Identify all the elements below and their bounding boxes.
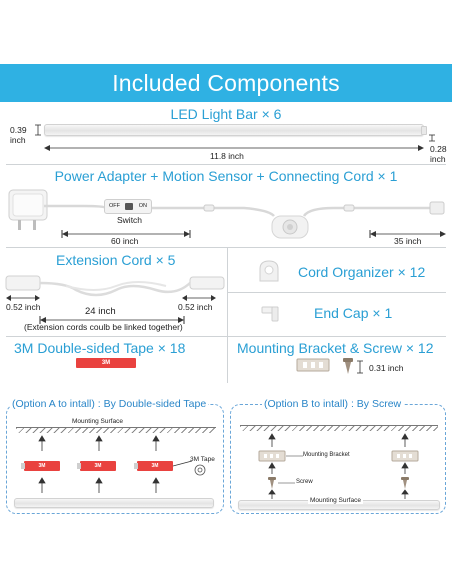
end-cap-title: End Cap × 1 (314, 305, 393, 321)
option-a-arrows-bottom (38, 477, 160, 493)
section-divider (6, 336, 446, 337)
option-a-tape-2-backing (77, 463, 81, 469)
section-divider (228, 292, 446, 293)
led-bar-height-label: 0.39 inch (10, 125, 27, 145)
bracket-title: Mounting Bracket & Screw × 12 (237, 340, 434, 356)
option-b-bracket-pointer (286, 455, 303, 457)
option-a-arrows-top (38, 435, 160, 451)
section-divider (6, 247, 446, 248)
led-bar-length-label: 11.8 inch (210, 151, 244, 161)
option-a-tape-label: 3M Tape (190, 456, 215, 463)
switch-toggle: OFF ON (104, 199, 152, 214)
option-b-bracket-2 (391, 450, 419, 462)
option-b-screw-label: Screw (296, 479, 313, 485)
option-a-tape-3-brand: 3M (151, 463, 159, 469)
option-a-tape-pointer (172, 460, 193, 467)
switch-off-label: OFF (109, 203, 120, 209)
option-b-arrows-middle (268, 462, 409, 474)
extension-left-size-label: 0.52 inch (6, 302, 41, 312)
extension-cord-icon (5, 275, 225, 297)
section-divider-vertical (227, 248, 228, 336)
length-dimension-arrow (44, 145, 424, 151)
cord-length-right-arrow (369, 230, 446, 238)
option-a-mounting-surface (16, 427, 216, 433)
option-b-screw-2 (401, 477, 409, 489)
option-a-tape-2-brand: 3M (94, 463, 102, 469)
option-b-mounting-surface (240, 425, 438, 431)
tape-title: 3M Double-sided Tape × 18 (14, 340, 186, 356)
end-cap-icon (261, 306, 279, 322)
option-a-tape-1-brand: 3M (38, 463, 46, 469)
option-a-tape-1: 3M (24, 461, 60, 471)
option-b-screw-pointer (278, 482, 295, 484)
page-title: Included Components (112, 69, 340, 96)
adapter-title: Power Adapter + Motion Sensor + Connecti… (54, 168, 398, 184)
option-a-led-bar (14, 498, 214, 508)
option-a-title: (Option A to intall) : By Double-sided T… (10, 398, 209, 410)
option-b-surface-label: Mounting Surface (308, 497, 363, 504)
extension-length-arrow (39, 316, 185, 324)
led-bar-title: LED Light Bar × 6 (170, 106, 282, 122)
option-b-arrows-bottom (268, 489, 409, 499)
option-b-bracket-1 (258, 450, 286, 462)
section-divider (6, 164, 446, 165)
extension-cord-title: Extension Cord × 5 (56, 252, 176, 268)
option-b-bracket-label: Mounting Bracket (303, 452, 350, 458)
extension-right-size-arrow (182, 295, 216, 301)
height-dimension-icon (35, 124, 41, 136)
mounting-bracket-icon (296, 358, 330, 372)
option-b-screw-1 (268, 477, 276, 489)
extension-left-size-arrow (6, 295, 40, 301)
switch-knob (125, 203, 133, 210)
screw-icon (343, 358, 353, 374)
option-b-title: (Option B to intall) : By Screw (262, 398, 404, 410)
tape-brand: 3M (101, 360, 111, 366)
section-divider-vertical (227, 337, 228, 383)
tape-roll-icon (194, 464, 206, 476)
option-a-tape-3: 3M (137, 461, 173, 471)
led-bar-depth-label: 0.28 inch (430, 144, 447, 164)
screw-size-label: 0.31 inch (369, 363, 404, 373)
cord-organizer-title: Cord Organizer × 12 (298, 264, 426, 280)
option-a-surface-label: Mounting Surface (72, 418, 123, 425)
option-a-tape-3-backing (134, 463, 138, 469)
header-banner: Included Components (0, 64, 452, 102)
motion-sensor-icon (271, 215, 309, 239)
cord-length-left-arrow (61, 230, 191, 238)
extension-length-label: 24 inch (85, 306, 116, 317)
extension-right-size-label: 0.52 inch (178, 302, 213, 312)
option-a-tape-2: 3M (80, 461, 116, 471)
switch-on-label: ON (138, 203, 147, 209)
led-light-bar (44, 124, 427, 136)
cord-organizer-icon (259, 260, 279, 282)
tape-strip: 3M (76, 358, 136, 368)
switch-label: Switch (117, 215, 143, 225)
option-a-tape-1-backing (21, 463, 25, 469)
cord-length-right-label: 35 inch (394, 236, 422, 246)
depth-dimension-icon (429, 134, 435, 142)
cord-length-left-label: 60 inch (111, 236, 139, 246)
option-b-arrows-top (268, 433, 409, 447)
screw-size-bracket (357, 360, 363, 374)
extension-note: (Extension cords coulb be linked togethe… (24, 322, 183, 332)
